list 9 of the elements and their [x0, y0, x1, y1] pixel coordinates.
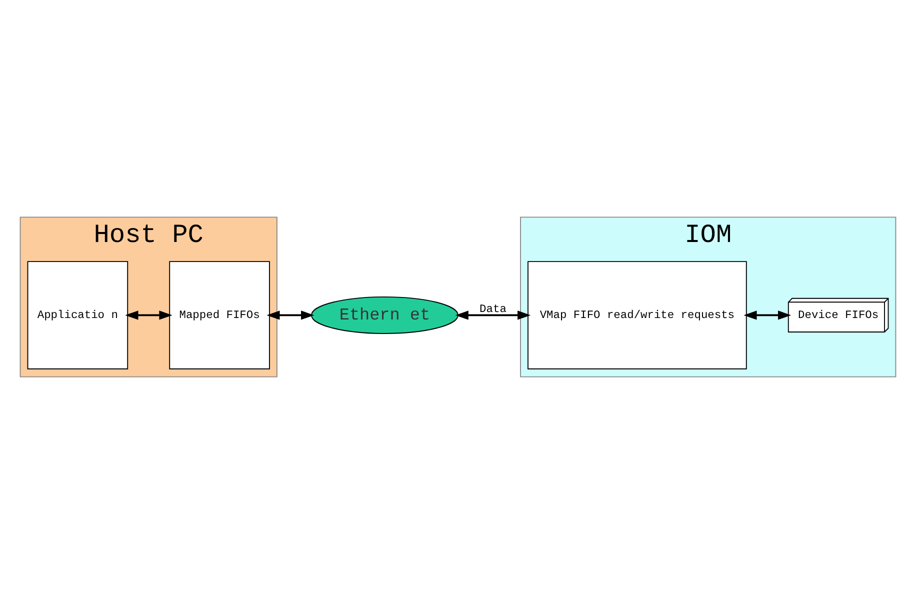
node-box: Applicatio n — [27, 261, 128, 370]
arrow — [744, 310, 792, 320]
arrow — [125, 310, 172, 320]
edge-label: Data — [480, 304, 506, 316]
arrow — [266, 310, 314, 320]
node-box: VMap FIFO read/write requests — [528, 261, 747, 370]
node-ellipse: Ethern et — [311, 296, 458, 334]
arrow — [455, 310, 531, 320]
node-box: Mapped FIFOs — [169, 261, 270, 370]
